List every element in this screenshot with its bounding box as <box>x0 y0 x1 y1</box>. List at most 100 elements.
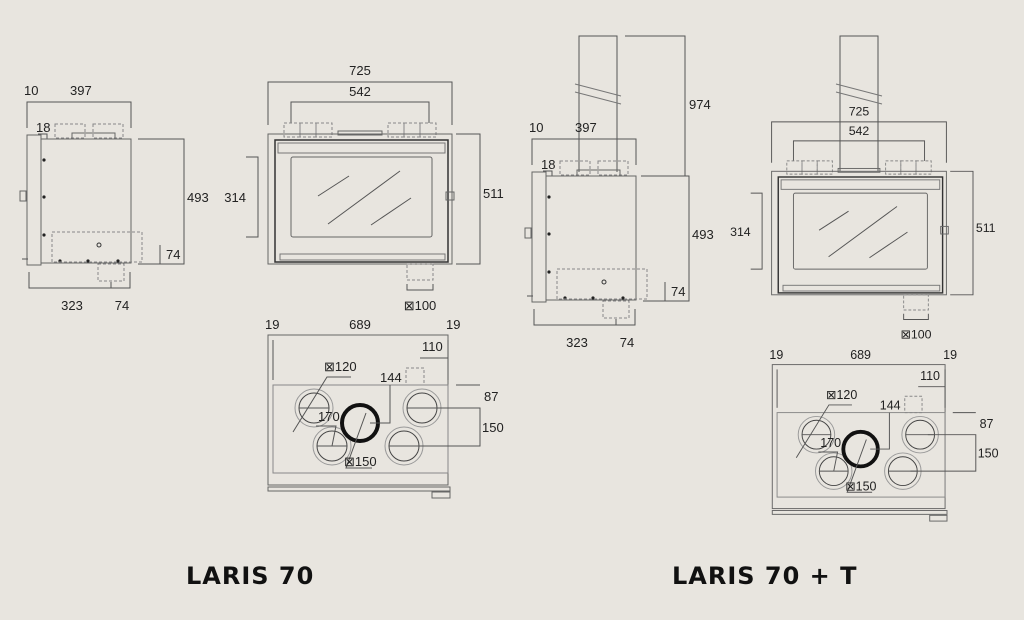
dashed-outline <box>559 160 591 176</box>
outline <box>277 142 446 154</box>
dim-542: 542 <box>849 124 870 138</box>
bolt-dot <box>547 195 551 199</box>
hole <box>601 279 607 285</box>
line <box>643 175 690 302</box>
line <box>292 376 351 433</box>
dim-10: 10 <box>24 83 38 98</box>
outline <box>267 486 451 492</box>
line <box>531 138 637 165</box>
dim-19-right: 19 <box>446 317 460 332</box>
dashed-outline <box>54 123 86 139</box>
bolt-dot <box>86 259 90 263</box>
outline <box>777 176 944 294</box>
line <box>412 407 481 447</box>
dim-689: 689 <box>850 348 871 362</box>
line <box>750 192 763 270</box>
line <box>839 35 879 171</box>
dashed-outline <box>801 160 818 175</box>
dashed-outline <box>816 160 833 175</box>
line <box>835 83 883 97</box>
dashed-outline <box>903 294 929 311</box>
chimney-front <box>835 35 883 171</box>
hole <box>96 242 102 248</box>
dashed-outline <box>597 160 629 176</box>
dim-87: 87 <box>484 389 498 404</box>
dim-19-right: 19 <box>943 348 957 362</box>
dashed-outline <box>885 160 902 175</box>
handle-icon <box>445 191 455 201</box>
dim-dia-150: ⊠150 <box>845 479 876 493</box>
dim-74-bottom: 74 <box>620 335 634 350</box>
dashed-outline <box>406 263 434 281</box>
dashed-outline <box>602 300 630 319</box>
line <box>903 313 929 320</box>
line <box>327 170 401 225</box>
dim-19-left: 19 <box>769 348 783 362</box>
glass-window <box>792 192 928 270</box>
dim-150: 150 <box>482 420 504 435</box>
dim-144: 144 <box>380 370 402 385</box>
line <box>370 197 412 226</box>
dim-dia-100: ⊠100 <box>404 298 437 313</box>
dashed-outline <box>299 122 317 138</box>
outline <box>531 171 547 303</box>
dashed-outline <box>97 263 125 282</box>
dim-314: 314 <box>730 225 751 239</box>
bolt-dot <box>591 296 595 300</box>
outline <box>26 134 42 266</box>
outline <box>771 170 947 296</box>
dim-19-left: 19 <box>265 317 279 332</box>
dim-314: 314 <box>224 190 246 205</box>
bolt-dot <box>42 158 46 162</box>
line <box>267 81 453 125</box>
dashed-outline <box>904 395 923 414</box>
outline <box>771 510 948 515</box>
dim-397: 397 <box>575 120 597 135</box>
line <box>771 121 947 163</box>
line <box>317 175 350 197</box>
vent-ring <box>797 415 836 454</box>
line <box>138 138 185 265</box>
outline <box>337 130 383 136</box>
dim-725: 725 <box>349 63 371 78</box>
dim-397: 397 <box>70 83 92 98</box>
dim-dia-100: ⊠100 <box>901 327 932 341</box>
handle-icon <box>940 225 949 235</box>
dim-170: 170 <box>820 436 841 450</box>
line <box>406 284 434 291</box>
dim-493: 493 <box>692 227 714 242</box>
dim-110: 110 <box>422 339 443 354</box>
dashed-outline <box>403 122 421 138</box>
handle-icon <box>431 491 451 499</box>
dashed-outline <box>283 122 301 138</box>
chimney-side: 974 <box>574 35 711 177</box>
line <box>870 412 890 450</box>
dim-144: 144 <box>880 399 901 413</box>
outline <box>272 384 449 474</box>
dim-542: 542 <box>349 84 371 99</box>
line <box>38 133 48 139</box>
line <box>795 404 852 458</box>
outline <box>267 133 453 265</box>
model-title-laris-70-t: LARIS 70 + T <box>672 562 858 590</box>
outline <box>782 284 941 292</box>
vent-ring <box>294 388 334 428</box>
bolt-dot <box>42 233 46 237</box>
dim-74-bottom: 74 <box>115 298 129 313</box>
dashed-outline <box>786 160 803 175</box>
line <box>26 101 132 128</box>
dashed-outline <box>315 122 333 138</box>
dim-689: 689 <box>349 317 371 332</box>
dim-87: 87 <box>980 417 994 431</box>
line <box>910 434 977 472</box>
dim-dia-150: ⊠150 <box>344 454 377 469</box>
vent-ring <box>815 452 853 490</box>
line <box>543 170 553 176</box>
dim-511: 511 <box>976 221 996 235</box>
